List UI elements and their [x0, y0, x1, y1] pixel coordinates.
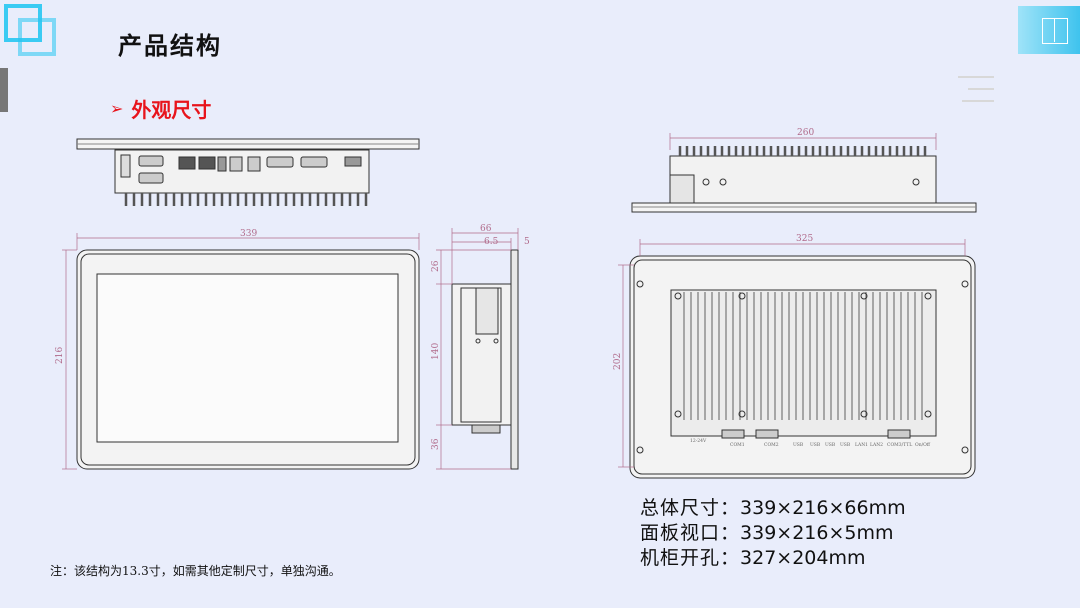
back-view [618, 239, 976, 479]
dim-front-height: 216 [55, 347, 65, 364]
spec-line: 机柜开孔：327×204mm [640, 543, 865, 570]
dim-front-width: 339 [240, 229, 257, 239]
spec-label: 机柜开孔： [640, 547, 741, 569]
dim-side-step1: 6.5 [484, 237, 499, 247]
dim-top-view-width: 260 [797, 128, 814, 138]
port-label: USB [840, 442, 851, 448]
spec-value: 327×204mm [740, 547, 866, 569]
section-heading-text: 外观尺寸 [131, 98, 212, 122]
top-view-left [76, 138, 420, 206]
left-edge-bar [0, 68, 8, 112]
port-label: USB [793, 442, 804, 448]
dim-back-width: 325 [796, 234, 813, 244]
spec-line: 总体尺寸：339×216×66mm [640, 493, 906, 520]
dim-side-depth: 66 [480, 224, 492, 234]
port-label: LAN1 [855, 442, 868, 448]
side-view [436, 228, 519, 470]
spec-label: 面板视口： [640, 522, 741, 544]
port-label: On/Off [915, 442, 931, 448]
port-label: LAN2 [870, 442, 883, 448]
dim-back-height: 202 [613, 353, 623, 370]
menu-lines-icon [958, 76, 994, 106]
section-heading: ➢ 外观尺寸 [110, 94, 211, 123]
dim-side-bottom: 36 [431, 438, 441, 450]
spec-label: 总体尺寸： [640, 497, 741, 519]
spec-line: 面板视口：339×216×5mm [640, 518, 894, 545]
corner-blue-tile [1018, 6, 1080, 54]
spec-value: 339×216×5mm [740, 522, 894, 544]
logo-squares-icon [4, 4, 56, 56]
footnote: 注：该结构为13.3寸，如需其他定制尺寸，单独沟通。 [50, 564, 341, 578]
dim-side-step2: 5 [524, 237, 530, 247]
port-label: COM3/TTL [887, 442, 912, 448]
port-label: COM2 [764, 442, 779, 448]
port-label: COM1 [730, 442, 745, 448]
port-label: USB [825, 442, 836, 448]
spec-value: 339×216×66mm [740, 497, 906, 519]
dim-side-top: 26 [431, 260, 441, 272]
dim-side-mid: 140 [431, 343, 441, 360]
port-label: USB [810, 442, 821, 448]
arrow-icon: ➢ [110, 99, 124, 118]
page-title: 产品结构 [118, 32, 222, 60]
top-view-right [631, 133, 977, 213]
front-view [62, 233, 420, 470]
port-label: 12-24V [690, 438, 707, 444]
